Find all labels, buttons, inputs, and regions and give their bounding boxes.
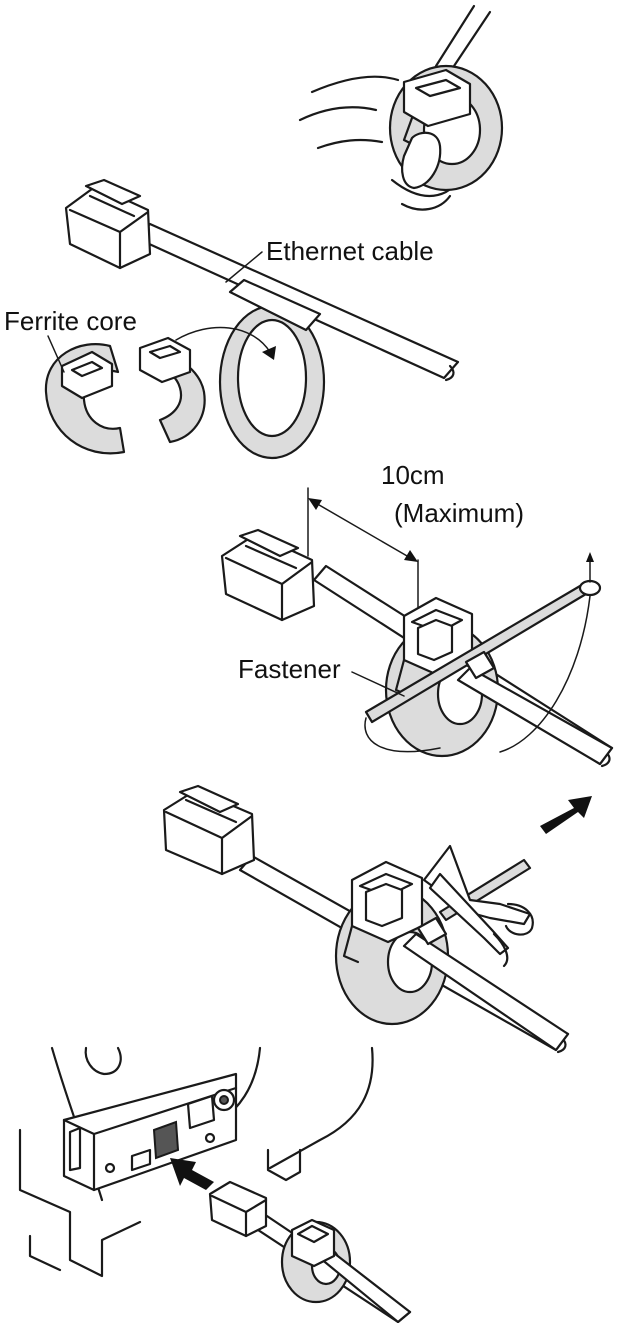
step5-connect-printer (18, 1046, 412, 1323)
step2-cable-loop (44, 178, 460, 460)
fastener-label: Fastener (238, 654, 341, 684)
distance-value-label: 10cm (381, 460, 445, 490)
distance-note-label: (Maximum) (394, 498, 524, 528)
ethernet-cable-label: Ethernet cable (266, 236, 434, 266)
step3-fastener-install (220, 487, 614, 768)
step4-cut-excess (162, 784, 592, 1054)
step1-hands-closing-core (298, 4, 504, 211)
ferrite-core-label: Ferrite core (4, 306, 137, 336)
